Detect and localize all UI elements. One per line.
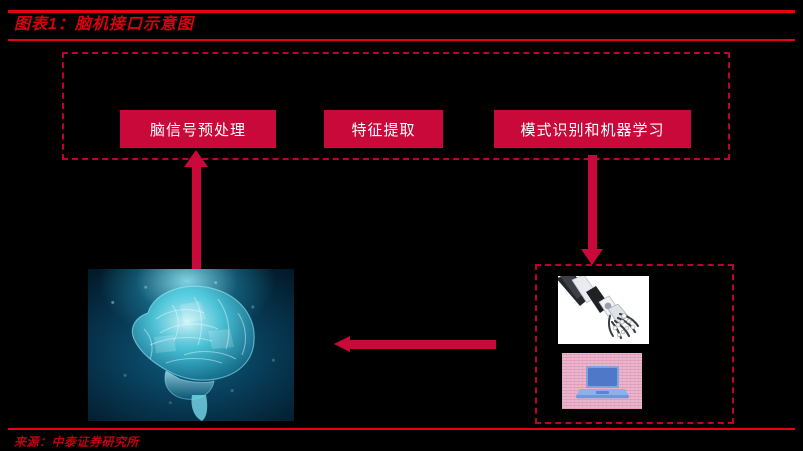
stage-label: 脑信号预处理 — [149, 121, 246, 139]
arrow-ml-to-devices-shaft — [588, 155, 597, 251]
header-bottom-rule — [8, 39, 795, 41]
brain-illustration-icon — [131, 285, 255, 421]
stage-box-pattern-recognition[interactable]: 模式识别和机器学习 — [494, 110, 691, 148]
page-title: 图表1：脑机接口示意图 — [14, 16, 194, 33]
arrow-up-icon — [184, 150, 208, 167]
arrow-left-icon — [334, 336, 350, 352]
stage-box-feature-extraction[interactable]: 特征提取 — [324, 110, 443, 148]
arrow-down-icon — [581, 249, 603, 265]
footer-rule — [8, 428, 795, 430]
robotic-arm-image — [558, 276, 649, 344]
brain-image — [88, 269, 294, 421]
source-note: 来源：中泰证券研究所 — [14, 435, 140, 449]
robotic-hand-icon — [558, 276, 640, 340]
stage-label: 模式识别和机器学习 — [520, 121, 665, 139]
arrow-brain-to-preprocessing-shaft — [192, 164, 201, 272]
laptop-icon — [576, 366, 629, 399]
stage-box-preprocessing[interactable]: 脑信号预处理 — [120, 110, 276, 148]
arrow-devices-to-brain-shaft — [348, 340, 496, 349]
header-top-rule — [8, 10, 795, 13]
output-devices-group — [535, 264, 734, 424]
signal-processing-group — [62, 52, 730, 160]
stage-label: 特征提取 — [351, 121, 416, 139]
laptop-image — [562, 353, 642, 409]
